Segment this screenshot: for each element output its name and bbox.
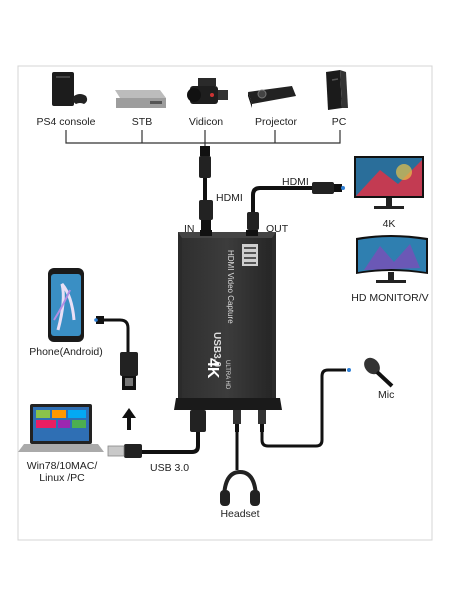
game-console-icon xyxy=(52,72,88,106)
usb-cable xyxy=(142,432,200,454)
projector-icon xyxy=(248,86,296,108)
usb-a-plug xyxy=(107,444,142,458)
phone-label: Phone(Android) xyxy=(29,346,103,358)
set-top-box-icon xyxy=(115,90,166,108)
source-label-projector: Projector xyxy=(254,116,298,128)
monitor-hd-icon xyxy=(356,235,428,283)
usb-device-connector xyxy=(190,410,206,432)
monitor-4k-label: 4K xyxy=(382,218,396,230)
monitor-4k-icon xyxy=(354,156,424,209)
headset-icon xyxy=(220,469,260,506)
outer-frame xyxy=(17,65,433,541)
source-label-ps4: PS4 console xyxy=(36,116,96,128)
mic-jack xyxy=(258,410,266,432)
device-badge-ultrahd: ULTRA HD xyxy=(224,360,230,390)
pc-tower-icon xyxy=(326,70,348,110)
hdmi-input-cable xyxy=(199,146,213,230)
source-label-vidicon: Vidicon xyxy=(188,116,224,128)
mic-label: Mic xyxy=(378,389,395,401)
port-out-label: OUT xyxy=(266,223,289,235)
usb-label: USB 3.0 xyxy=(150,462,190,474)
laptop-icon xyxy=(18,404,104,452)
source-label-stb: STB xyxy=(131,116,153,128)
hdmi-out-port xyxy=(246,230,258,236)
microphone-icon xyxy=(364,357,394,388)
camcorder-icon xyxy=(187,78,228,104)
mic-cable-tip xyxy=(347,368,351,372)
phone-icon xyxy=(48,268,84,342)
device-label-capture: HDMI Video Capture xyxy=(226,250,235,324)
otg-adapter xyxy=(94,316,138,390)
hdmi-out-label: HDMI xyxy=(282,176,309,188)
hdmi-in-port xyxy=(200,230,212,236)
port-in-label: IN xyxy=(184,223,195,235)
capture-device xyxy=(174,232,282,410)
up-arrow-icon xyxy=(122,408,136,430)
headset-label: Headset xyxy=(220,508,260,520)
device-badge-4k: 4K xyxy=(204,358,221,379)
headset-jack xyxy=(233,410,241,432)
source-label-pc: PC xyxy=(331,116,347,128)
hdmi-in-label: HDMI xyxy=(216,192,243,204)
pc-label: Win78/10MAC/ Linux /PC xyxy=(26,460,98,484)
device-label-usb: USB3.0 xyxy=(211,332,222,367)
mic-cable xyxy=(260,368,346,448)
monitor-hd-label: HD MONITOR/V xyxy=(351,292,429,304)
hdmi-output-cable xyxy=(247,182,345,230)
